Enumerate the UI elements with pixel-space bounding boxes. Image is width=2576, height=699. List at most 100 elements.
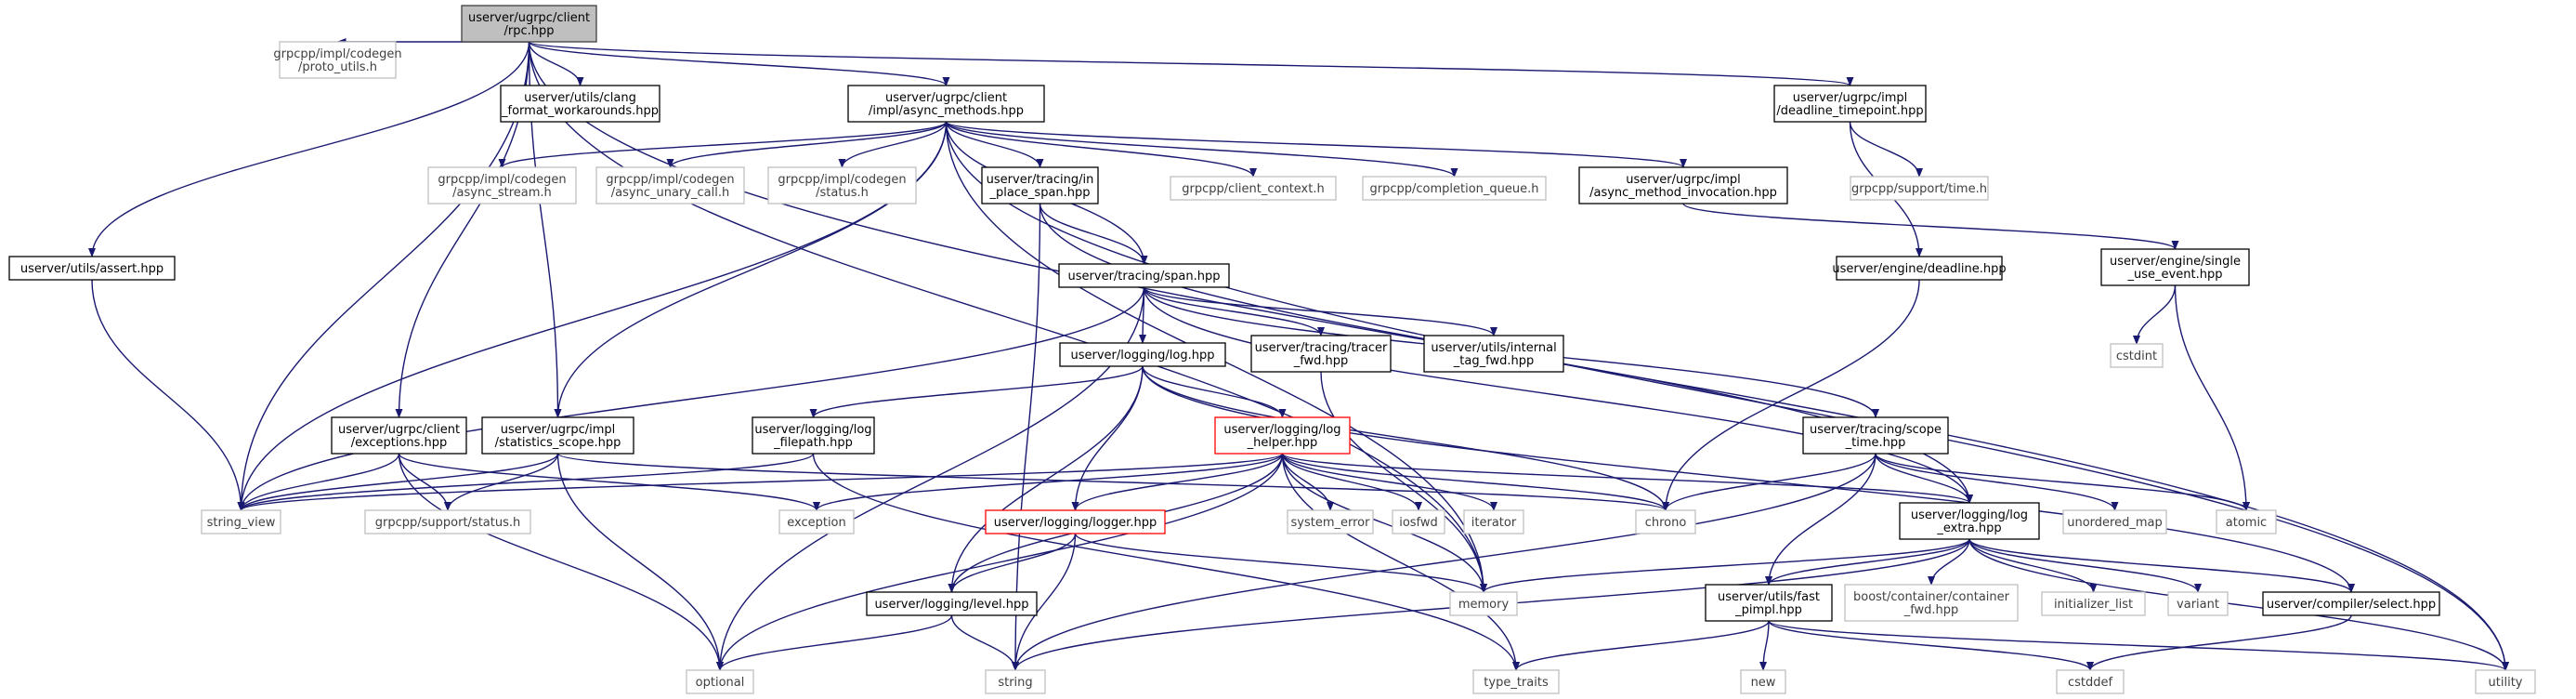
node-chrono: chrono <box>1635 509 1696 534</box>
edge-log_helper-to-iterator <box>1281 453 1497 511</box>
node-box-string_view <box>201 509 281 534</box>
node-new: new <box>1740 669 1786 694</box>
edge-async_methods-to-client_context <box>945 121 1257 178</box>
edge-log-to-logger <box>1071 365 1144 511</box>
node-exception: exception <box>778 509 855 534</box>
node-log[interactable]: userver/logging/log.hpp <box>1059 342 1226 367</box>
node-label-type_traits-line-1: type_traits <box>1484 676 1549 690</box>
edge-exceptions-to-string_view <box>237 453 400 511</box>
edge-async_methods-to-utility <box>945 121 2509 671</box>
node-box-stats_scope <box>481 416 634 455</box>
node-label-scope_time-line-1: userver/tracing/scope <box>1810 423 1942 437</box>
edge-async_methods-to-async_stream <box>498 121 948 168</box>
node-box-select <box>2262 591 2440 616</box>
node-label-cstddef-line-1: cstddef <box>2068 676 2113 690</box>
node-scope_time[interactable]: userver/tracing/scope_time.hpp <box>1802 416 1949 455</box>
edge-stats_scope-to-string_view <box>237 453 559 511</box>
node-deadline_tp[interactable]: userver/ugrpc/impl/deadline_timepoint.hp… <box>1773 85 1927 123</box>
edge-assert-to-string_view <box>91 279 245 511</box>
edge-layer <box>88 38 2509 671</box>
node-label-deadline_tp-line-2: /deadline_timepoint.hpp <box>1776 104 1923 118</box>
node-log_extra[interactable]: userver/logging/log_extra.hpp <box>1899 502 2040 540</box>
node-box-iterator <box>1463 509 1524 534</box>
edge-log-to-level <box>948 365 1144 593</box>
node-label-system_error-line-1: system_error <box>1291 516 1371 530</box>
node-label-async_invocation-line-2: /async_method_invocation.hpp <box>1589 186 1777 200</box>
edge-scope_time-to-chrono <box>1662 453 1876 511</box>
node-label-tracer_fwd-line-1: userver/tracing/tracer <box>1255 341 1388 355</box>
edge-log_helper-to-type_traits <box>1281 453 1520 671</box>
node-single_use[interactable]: userver/engine/single_use_event.hpp <box>2100 248 2250 286</box>
node-box-single_use <box>2100 248 2250 286</box>
node-in_place_span[interactable]: userver/tracing/in_place_span.hpp <box>981 166 1099 204</box>
node-log_filepath[interactable]: userver/logging/log_filepath.hpp <box>752 416 875 455</box>
node-label-string_view-line-1: string_view <box>207 516 276 530</box>
node-label-assert-line-1: userver/utils/assert.hpp <box>20 262 163 276</box>
node-tracer_fwd[interactable]: userver/tracing/tracer_fwd.hpp <box>1250 335 1392 373</box>
node-box-system_error <box>1287 509 1374 534</box>
node-internal_tag[interactable]: userver/utils/internal_tag_fwd.hpp <box>1423 335 1564 373</box>
node-span[interactable]: userver/tracing/span.hpp <box>1058 263 1230 288</box>
edge-log_helper-to-log_extra <box>1281 453 1973 504</box>
node-label-new-line-1: new <box>1751 676 1776 690</box>
node-box-level <box>866 591 1038 616</box>
node-label-scope_time-line-2: _time.hpp <box>1845 436 1906 450</box>
node-label-stats_scope-line-2: /statistics_scope.hpp <box>495 436 621 450</box>
node-box-log_filepath <box>752 416 875 455</box>
edge-log-to-log_filepath <box>809 365 1144 418</box>
node-stats_scope[interactable]: userver/ugrpc/impl/statistics_scope.hpp <box>481 416 634 455</box>
edge-scope_time-to-string <box>1012 453 1876 671</box>
node-label-string-line-1: string <box>998 676 1032 690</box>
node-label-client_context-line-1: grpcpp/client_context.h <box>1182 182 1324 196</box>
node-label-log_extra-line-1: userver/logging/log <box>1911 508 2028 522</box>
node-logger[interactable]: userver/logging/logger.hpp <box>985 509 1166 534</box>
node-select[interactable]: userver/compiler/select.hpp <box>2262 591 2440 616</box>
node-level[interactable]: userver/logging/level.hpp <box>866 591 1038 616</box>
node-label-rpc-line-1: userver/ugrpc/client <box>468 11 590 25</box>
edge-log-to-chrono <box>1142 365 1669 511</box>
node-log_helper[interactable]: userver/logging/log_helper.hpp <box>1214 416 1351 455</box>
node-box-cstdint <box>2110 343 2164 368</box>
node-label-fast_pimpl-line-1: userver/utils/fast <box>1718 590 1820 604</box>
node-label-log_extra-line-2: _extra.hpp <box>1936 521 2001 535</box>
node-status_h: grpcpp/impl/codegen/status.h <box>767 166 917 204</box>
node-label-exceptions-line-2: /exceptions.hpp <box>351 436 448 450</box>
node-label-stats_scope-line-1: userver/ugrpc/impl <box>501 423 616 437</box>
node-label-container_fwd-line-2: _fwd.hpp <box>1903 603 1959 617</box>
node-box-rpc <box>461 5 597 43</box>
node-fast_pimpl[interactable]: userver/utils/fast_pimpl.hpp <box>1705 584 1833 622</box>
node-iterator: iterator <box>1463 509 1524 534</box>
node-box-async_methods <box>847 85 1045 123</box>
node-label-atomic-line-1: atomic <box>2226 516 2267 530</box>
node-box-exception <box>778 509 855 534</box>
node-label-clang_fmt-line-1: userver/utils/clang <box>524 91 636 105</box>
node-label-utility-line-1: utility <box>2489 676 2523 690</box>
node-deadline[interactable]: userver/engine/deadline.hpp <box>1832 256 2007 281</box>
node-assert[interactable]: userver/utils/assert.hpp <box>8 256 176 281</box>
node-box-type_traits <box>1472 669 1560 694</box>
edge-log_filepath-to-type_traits <box>812 453 1520 671</box>
node-label-status_support-line-1: grpcpp/support/status.h <box>375 516 521 530</box>
node-label-internal_tag-line-2: _tag_fwd.hpp <box>1453 354 1534 368</box>
edge-rpc-to-string_view <box>237 41 530 511</box>
node-box-logger <box>985 509 1166 534</box>
node-label-cstdint-line-1: cstdint <box>2116 350 2157 363</box>
edge-rpc-to-async_methods <box>528 41 950 86</box>
node-exceptions[interactable]: userver/ugrpc/client/exceptions.hpp <box>331 416 467 455</box>
node-async_invocation[interactable]: userver/ugrpc/impl/async_method_invocati… <box>1578 166 1788 204</box>
edge-span-to-internal_tag <box>1143 286 1497 336</box>
node-label-async_methods-line-1: userver/ugrpc/client <box>885 91 1007 105</box>
node-box-unordered_map <box>2062 509 2167 534</box>
node-string: string <box>985 669 1046 694</box>
node-box-proto_utils <box>279 41 397 79</box>
node-memory: memory <box>1449 591 1518 616</box>
node-rpc[interactable]: userver/ugrpc/client/rpc.hpp <box>461 5 597 43</box>
node-completion_queue: grpcpp/completion_queue.h <box>1362 176 1547 201</box>
node-clang_fmt[interactable]: userver/utils/clang_format_workarounds.h… <box>500 85 660 123</box>
edge-async_methods-to-stats_scope <box>554 121 948 418</box>
node-unordered_map: unordered_map <box>2062 509 2167 534</box>
edge-fast_pimpl-to-type_traits <box>1512 620 1770 671</box>
node-async_methods[interactable]: userver/ugrpc/client/impl/async_methods.… <box>847 85 1045 123</box>
node-label-in_place_span-line-1: userver/tracing/in <box>987 173 1094 187</box>
node-box-assert <box>8 256 176 281</box>
